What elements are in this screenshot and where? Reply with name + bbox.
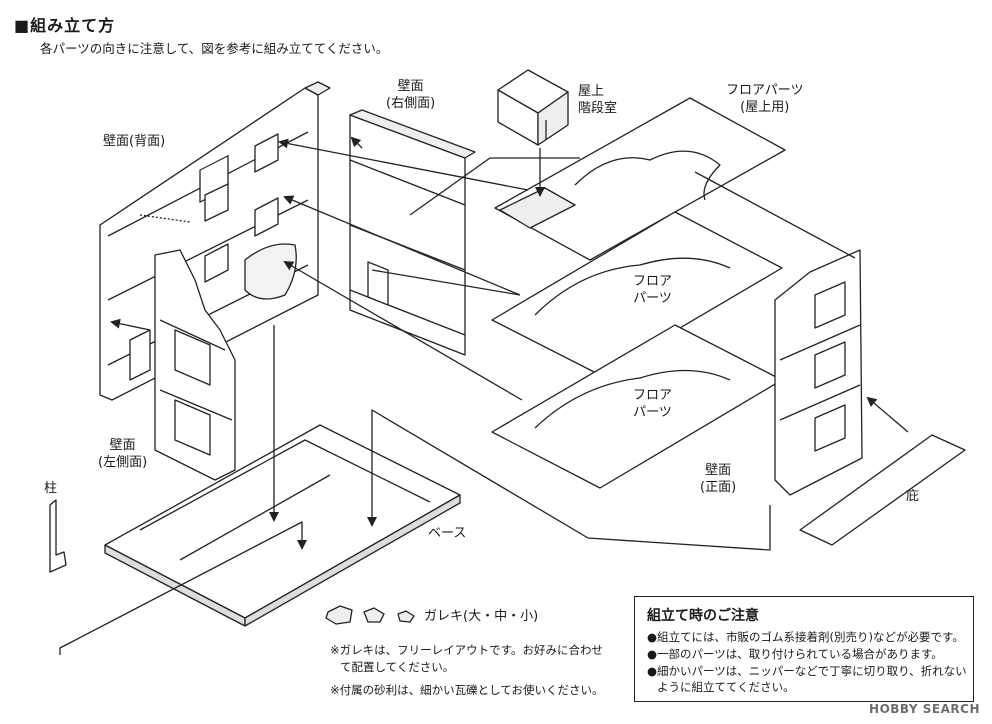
label-floor-mid: フロア パーツ [633, 273, 672, 307]
right-wall-part [349, 109, 476, 356]
label-wall-front-line1: 壁面 [705, 463, 732, 478]
label-wall-left-line1: 壁面 [109, 438, 136, 453]
label-wall-front: 壁面 (正面) [700, 462, 736, 496]
caution-item-3-cont: ように組立ててください。 [657, 680, 795, 694]
base-part [104, 424, 461, 627]
front-wall-part [774, 249, 863, 496]
label-floor-low-line1: フロア [633, 388, 673, 403]
caution-item-2: ●一部のパーツは、取り付けられている場合があります。 [647, 647, 943, 661]
label-wall-front-line2: (正面) [700, 480, 737, 495]
caution-item-3: ●細かいパーツは、ニッパーなどで丁寧に切り取り、折れない [647, 664, 967, 678]
label-rubble: ガレキ(大・中・小) [424, 609, 539, 624]
label-pillar: 柱 [44, 481, 58, 496]
label-wall-left: 壁面 (左側面) [98, 437, 147, 471]
note-rubble-line2: て配置してください。 [340, 660, 455, 674]
rooftop-floor-part [494, 97, 786, 261]
label-floor-low: フロア パーツ [633, 387, 672, 421]
label-wall-right-line2: (右側面) [386, 96, 436, 111]
floor-part-middle [491, 211, 783, 376]
note-gravel: ※付属の砂利は、細かい瓦礫としてお使いください。 [330, 683, 604, 697]
rubble-icons [325, 605, 415, 625]
note-rubble-line1: ※ガレキは、フリーレイアウトです。お好みに合わせ [330, 643, 603, 657]
label-floor-rooftop-line1: フロアパーツ [726, 83, 804, 98]
label-floor-rooftop: フロアパーツ (屋上用) [726, 82, 803, 116]
assembly-arrows [59, 136, 909, 655]
rooftop-stair-room [497, 69, 569, 146]
left-wall-part [154, 243, 297, 481]
label-wall-right-line1: 壁面 [397, 79, 424, 94]
label-wall-left-line2: (左側面) [98, 455, 148, 470]
page-subtitle: 各パーツの向きに注意して、図を参考に組み立ててください。 [40, 41, 389, 56]
label-floor-mid-line1: フロア [633, 274, 673, 289]
pillar-part [49, 499, 67, 573]
caution-box: 組立て時のご注意 ●組立てには、市販のゴム系接着剤(別売り)などが必要です。 ●… [634, 596, 974, 702]
label-rooftop-room: 屋上 階段室 [578, 83, 617, 117]
label-floor-mid-line2: パーツ [633, 291, 672, 306]
label-wall-back: 壁面(背面) [103, 134, 166, 149]
caution-title: 組立て時のご注意 [647, 608, 759, 624]
caution-item-1: ●組立てには、市販のゴム系接着剤(別売り)などが必要です。 [647, 630, 964, 644]
label-rooftop-room-line2: 階段室 [578, 101, 618, 116]
label-wall-right: 壁面 (右側面) [386, 78, 435, 112]
label-rooftop-room-line1: 屋上 [578, 84, 605, 99]
label-floor-rooftop-line2: (屋上用) [740, 100, 790, 115]
page-title: ■組み立て方 [14, 16, 116, 35]
eave-part [799, 434, 966, 546]
watermark: HOBBY SEARCH [869, 702, 980, 716]
label-base: ベース [428, 526, 467, 541]
label-eave: 庇 [906, 489, 920, 504]
label-floor-low-line2: パーツ [633, 405, 672, 420]
